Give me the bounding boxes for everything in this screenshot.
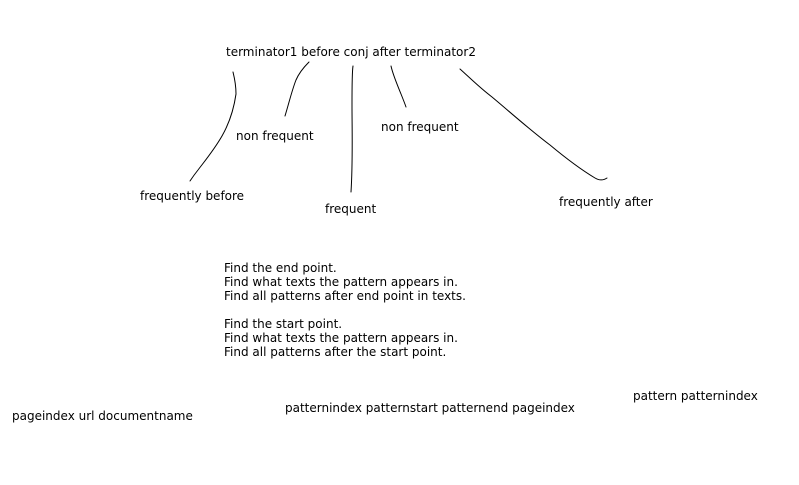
connector-frequently-before	[189, 71, 237, 182]
branch-non-frequent-right: non frequent	[381, 120, 459, 134]
step-start-2: Find what texts the pattern appears in.	[224, 331, 458, 345]
step-end-3: Find all patterns after end point in tex…	[224, 289, 466, 303]
table-patterns: pattern patternindex	[633, 389, 758, 403]
branch-frequent: frequent	[325, 202, 377, 216]
branch-frequently-before: frequently before	[140, 189, 245, 203]
step-start-1: Find the start point.	[224, 317, 343, 331]
table-documents: pageindex url documentname	[12, 409, 193, 423]
step-end-1: Find the end point.	[224, 261, 337, 275]
connector-non-frequent-left	[284, 61, 310, 117]
table-occurrences: patternindex patternstart patternend pag…	[285, 401, 575, 415]
step-end-2: Find what texts the pattern appears in.	[224, 275, 458, 289]
step-start-3: Find all patterns after the start point.	[224, 345, 447, 359]
connector-frequent	[350, 65, 354, 193]
connector-frequently-after	[459, 68, 608, 181]
branch-frequently-after: frequently after	[559, 195, 653, 209]
pattern-header: terminator1 before conj after terminator…	[226, 45, 476, 59]
connector-non-frequent-right	[390, 65, 407, 108]
branch-non-frequent-left: non frequent	[236, 129, 314, 143]
algorithm-notes: Find the end point. Find what texts the …	[224, 261, 466, 359]
notes-spacer	[224, 303, 466, 317]
